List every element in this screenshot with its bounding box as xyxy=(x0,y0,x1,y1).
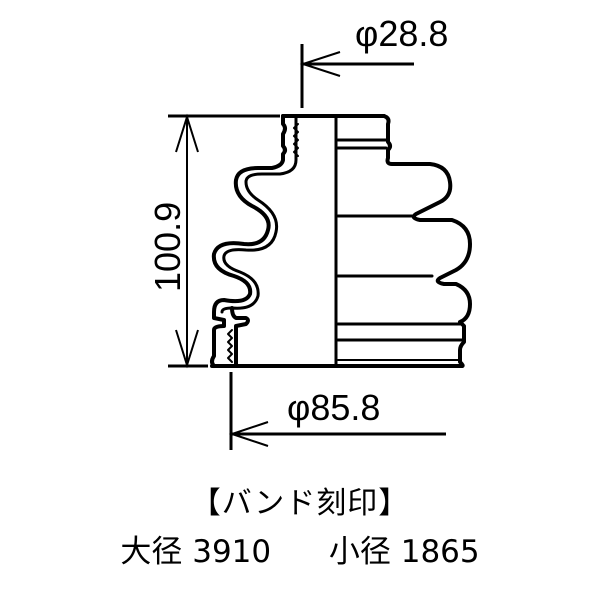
boot-profile xyxy=(210,114,472,368)
small-diameter-label: φ28.8 xyxy=(355,13,448,54)
large-end-ribs xyxy=(227,329,233,363)
large-diameter-label: φ85.8 xyxy=(287,387,380,428)
large-diameter-band-value: 3910 xyxy=(192,534,272,570)
small-end-ribs xyxy=(293,123,299,157)
arrow-up-icon xyxy=(175,113,199,153)
height-label: 100.9 xyxy=(147,202,188,292)
small-diameter-dimension: φ28.8 xyxy=(299,13,448,108)
outer-silhouette xyxy=(382,114,472,368)
large-diameter-dimension: φ85.8 xyxy=(228,372,446,450)
large-diameter-band-label: 大径 xyxy=(120,534,183,570)
arrow-down-icon xyxy=(175,329,199,369)
section-wall-outer xyxy=(210,114,287,368)
section-wall-inner xyxy=(220,116,298,314)
small-diameter-band-label: 小径 xyxy=(328,534,391,570)
band-marking-values: 大径 3910 小径 1865 xyxy=(0,526,600,571)
small-diameter-band-value: 1865 xyxy=(400,534,480,570)
band-marking-title: 【バンド刻印】 xyxy=(190,486,410,521)
large-end-lip xyxy=(230,306,250,368)
arrow-icon xyxy=(299,51,341,77)
arrow-icon xyxy=(228,421,269,447)
height-dimension: 100.9 xyxy=(147,113,280,369)
